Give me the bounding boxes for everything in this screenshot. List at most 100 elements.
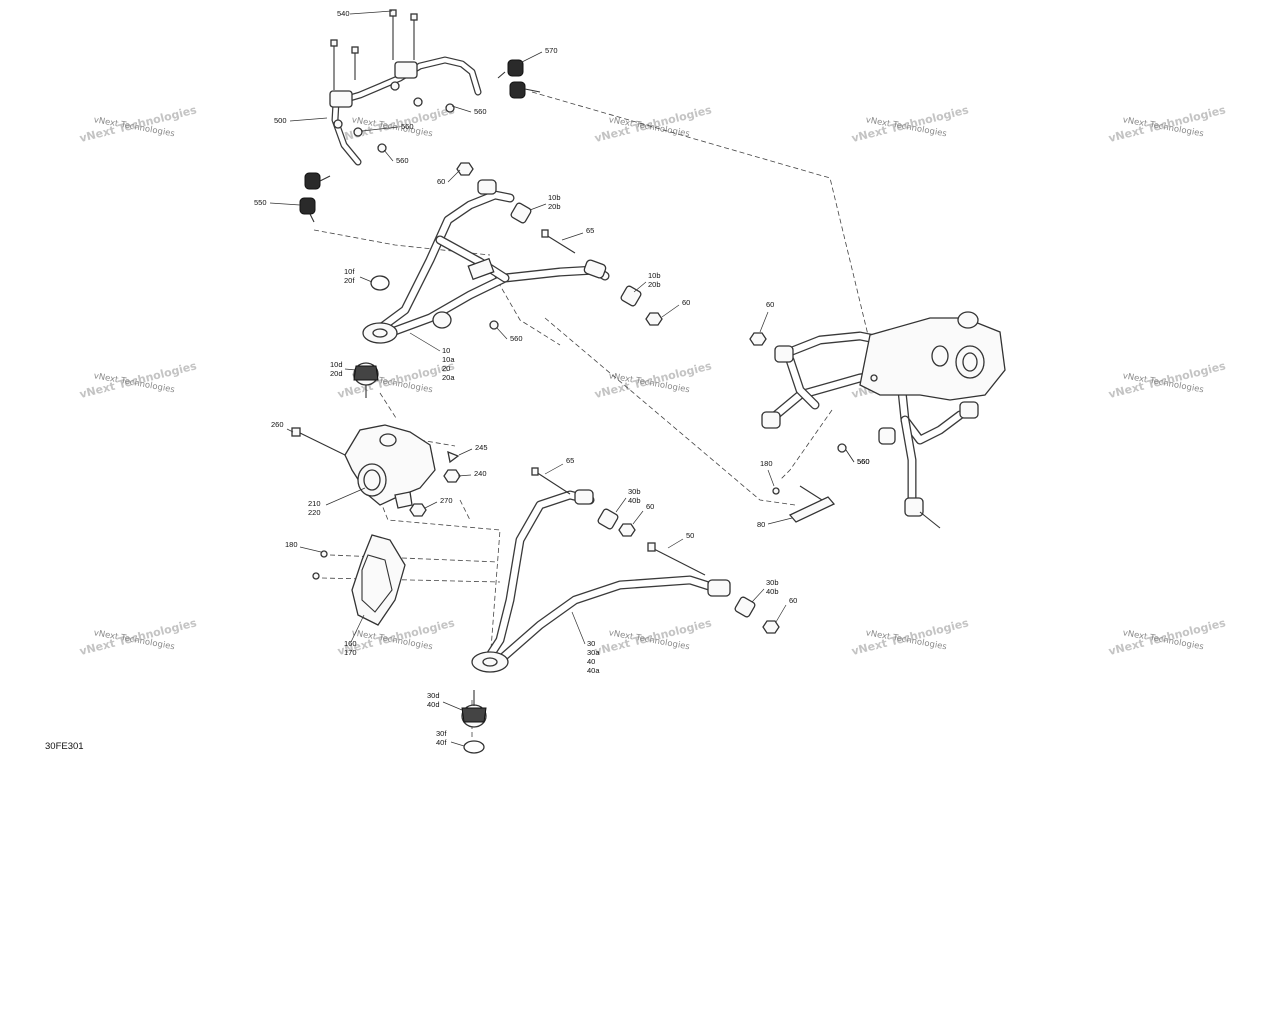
sway-bar-bolts-540	[330, 9, 418, 90]
callout-label: 550	[254, 198, 267, 207]
sway-bar-link-570	[497, 59, 541, 99]
callout-label: 210	[308, 499, 321, 508]
callout-label: 30b	[766, 578, 779, 587]
callout-label: 60	[646, 502, 654, 511]
callout-label: 20b	[548, 202, 561, 211]
callout-label: 40b	[628, 496, 641, 505]
callout-29: 60	[775, 596, 797, 623]
callout-leader-line	[544, 463, 564, 475]
upper-a-arm	[362, 179, 610, 344]
callout-label: 570	[545, 46, 558, 55]
callout-4: 560	[361, 122, 414, 132]
callout-3: 560	[451, 105, 487, 116]
callout-leader-line	[767, 469, 775, 487]
callout-leader-line	[289, 117, 328, 122]
upper-arm-hardware	[353, 162, 663, 398]
callout-34: 560	[845, 449, 870, 466]
callout-leader-line	[775, 604, 787, 623]
callout-leader-line	[571, 611, 586, 645]
sway-bar-bushing-right	[394, 61, 418, 79]
callout-label: 260	[271, 420, 284, 429]
callout-label: 40b	[766, 587, 779, 596]
callout-label: 170	[344, 648, 357, 657]
diagram-reference-code: 30FE301	[45, 741, 84, 752]
callout-13: 60	[661, 298, 690, 318]
front-frame-assembly	[749, 311, 1006, 529]
callout-leader-line	[361, 126, 399, 132]
sway-bar-nuts-560	[333, 81, 455, 153]
callout-label: 560	[474, 107, 487, 116]
lower-a-arm	[461, 467, 780, 754]
callout-19: 240	[457, 469, 487, 478]
callout-10: 65	[561, 226, 594, 241]
sway-bar-link-550	[299, 172, 331, 223]
callout-label: 10b	[648, 271, 661, 280]
callout-label: 30d	[427, 691, 440, 700]
callout-leader-line	[269, 202, 301, 206]
callout-leader-line	[424, 501, 438, 509]
callout-leader-line	[529, 203, 547, 211]
callout-label: 560	[396, 156, 409, 165]
callout-label: 10b	[548, 193, 561, 202]
callout-leader-line	[383, 149, 394, 162]
callout-label: 560	[401, 122, 414, 131]
callout-2: 500	[274, 116, 328, 125]
callout-leader-line	[633, 281, 647, 293]
callout-label: 80	[757, 520, 765, 529]
callout-leader-line	[667, 538, 684, 549]
callout-leader-line	[299, 546, 322, 553]
callout-label: 500	[274, 116, 287, 125]
guard-plate	[312, 534, 406, 626]
sway-bar-bushing-left	[329, 90, 353, 108]
callout-label: 20f	[344, 276, 355, 285]
callout-leader-line	[632, 510, 644, 525]
callout-label: 245	[475, 443, 488, 452]
callout-label: 60	[766, 300, 774, 309]
callout-26: 180	[285, 540, 322, 553]
callout-leader-line	[325, 487, 366, 506]
callout-25: 50	[667, 531, 694, 549]
callout-18: 245	[458, 443, 488, 456]
callout-label: 30a	[587, 648, 600, 657]
callout-leader-line	[350, 614, 365, 643]
callout-label: 10f	[344, 267, 355, 276]
callout-leader-line	[661, 304, 680, 318]
callout-label: 40	[587, 657, 595, 666]
callout-leader-line	[409, 332, 441, 352]
callout-label: 180	[760, 459, 773, 468]
callout-label: 240	[474, 469, 487, 478]
callout-leader-line	[845, 449, 855, 463]
callout-label: 50	[686, 531, 694, 540]
callout-17: 260	[271, 420, 294, 433]
callout-leader-line	[447, 169, 461, 183]
callout-label: 65	[566, 456, 574, 465]
callout-36: 80	[757, 517, 793, 529]
callout-label: 40a	[587, 666, 600, 675]
callout-label: 60	[789, 596, 797, 605]
callout-leader-line	[561, 232, 584, 241]
callout-label: 10	[442, 346, 450, 355]
callout-label: 180	[285, 540, 298, 549]
callout-label: 10a	[442, 355, 455, 364]
callout-label: 560	[857, 457, 870, 466]
callout-leader-line	[344, 368, 357, 371]
callout-label: 540	[337, 9, 350, 18]
